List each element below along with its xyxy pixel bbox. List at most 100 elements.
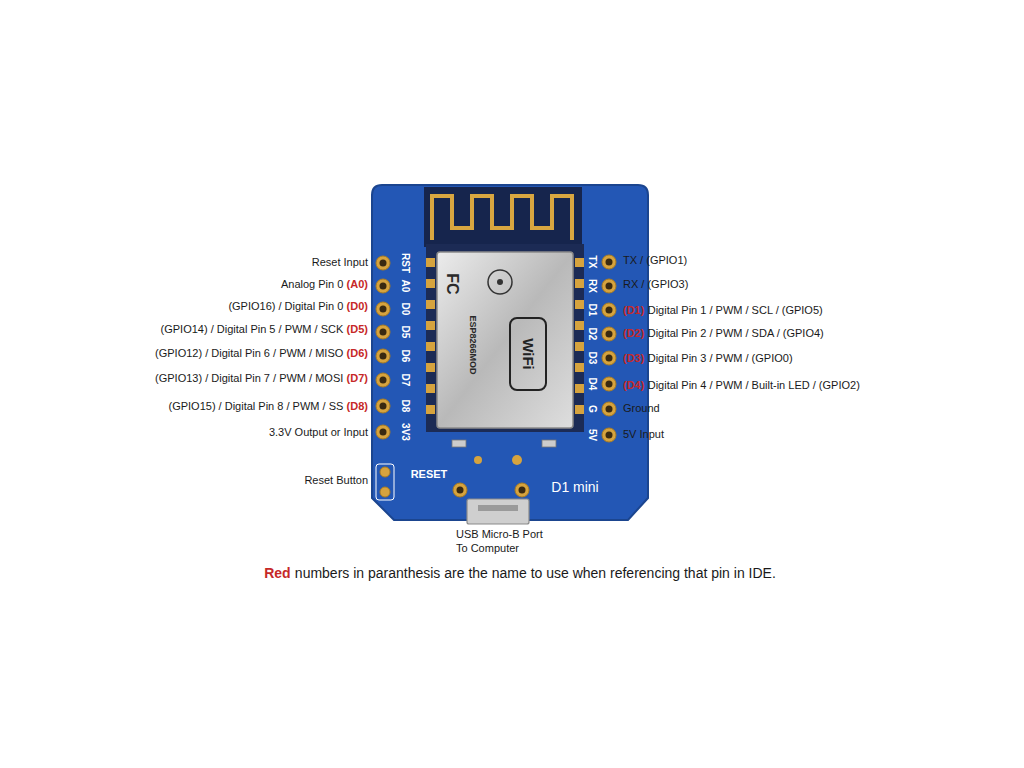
shield-logo (488, 270, 512, 294)
ide-pin-name: Red (264, 565, 290, 583)
pin-description: Ground (623, 402, 660, 416)
pin-description: 5V Input (623, 428, 664, 442)
pin-label: (GPIO15) / Digital Pin 8 / PWM / SS(D8) (168, 400, 368, 414)
module-pad (426, 405, 435, 414)
pin-description: Analog Pin 0 (281, 278, 343, 292)
pin-hole (602, 402, 616, 416)
antenna-area (424, 187, 582, 247)
pin-label: (D3) Digital Pin 3 / PWM / (GPIO0) (623, 352, 793, 366)
pin-label: RX / (GPIO3) (623, 278, 688, 292)
pin-hole (376, 302, 390, 316)
pcb-board (372, 185, 648, 520)
smd-part (452, 440, 466, 447)
silkscreen-pin-name: TX (587, 256, 597, 269)
pin-hole (376, 256, 390, 270)
silkscreen-pin-name: D5 (400, 326, 410, 339)
ide-pin-name: (D2) (623, 327, 644, 341)
pin-description: TX / (GPIO1) (623, 254, 687, 268)
ide-pin-name: (D6) (347, 347, 368, 361)
silkscreen-pin-name: D3 (587, 352, 597, 365)
silkscreen-board-name: D1 mini (551, 480, 598, 494)
module-marking: ESP8266MOD (468, 315, 477, 374)
pin-description: Digital Pin 3 / PWM / (GPIO0) (648, 352, 793, 366)
pin-label: Reset Input (312, 256, 368, 270)
metal-shield (437, 252, 573, 428)
pin-hole (602, 428, 616, 442)
pin-description: Reset Button (304, 474, 368, 488)
via-pad (512, 455, 522, 465)
pin-hole (602, 303, 616, 317)
pin-hole (376, 279, 390, 293)
ide-pin-name: (D0) (347, 300, 368, 314)
pin-description: (GPIO12) / Digital Pin 6 / PWM / MISO (155, 347, 343, 361)
silkscreen-reset: RESET (411, 469, 448, 480)
caption-line: Red numbers in paranthesis are the name t… (264, 565, 776, 583)
module-pad (575, 279, 584, 288)
ide-pin-name: (D5) (347, 323, 368, 337)
ide-pin-name: (D4) (623, 379, 644, 393)
silkscreen-pin-name: 5V (587, 429, 597, 441)
pin-hole (602, 255, 616, 269)
pin-hole (376, 349, 390, 363)
pin-label: (GPIO16) / Digital Pin 0 (D0) (228, 300, 368, 314)
module-pad (575, 258, 584, 267)
ide-pin-name: (D1) (623, 304, 644, 318)
pin-description: (GPIO13) / Digital Pin 7 / PWM / MOSI (155, 372, 343, 386)
module-board (426, 244, 584, 432)
pin-description: RX / (GPIO3) (623, 278, 688, 292)
wifi-logo-text: WiFi (521, 338, 536, 370)
via-pad (474, 456, 482, 464)
module-pad (426, 342, 435, 351)
pin-hole (376, 425, 390, 439)
reset-button-pad (380, 467, 390, 477)
pin-label: 3.3V Output or Input (269, 426, 368, 440)
silkscreen-pin-name: RX (587, 279, 597, 293)
module-pad (426, 384, 435, 393)
module-pad (426, 258, 435, 267)
pin-label: (GPIO14) / Digital Pin 5 / PWM / SCK(D5) (161, 323, 368, 337)
module-pad (426, 321, 435, 330)
silkscreen-pin-name: 3V3 (400, 423, 410, 441)
pin-hole (602, 377, 616, 391)
ide-pin-name: (D3) (623, 352, 644, 366)
pin-label: (D2)Digital Pin 2 / PWM / SDA / (GPIO4) (623, 327, 824, 341)
caption-text: numbers in paranthesis are the name to u… (295, 565, 776, 583)
pin-description: Digital Pin 1 / PWM / SCL / (GPIO5) (648, 304, 823, 318)
smd-part (542, 440, 556, 447)
pin-description: (GPIO16) / Digital Pin 0 (228, 300, 343, 314)
shield-logo-dot (497, 279, 503, 285)
silkscreen-pin-name: D8 (400, 400, 410, 413)
port-label: USB Micro-B Port To Computer (456, 528, 552, 556)
pin-description: 3.3V Output or Input (269, 426, 368, 440)
usb-opening (478, 505, 518, 511)
pin-label: (GPIO12) / Digital Pin 6 / PWM / MISO (D6… (155, 347, 368, 361)
pin-label: (D4)Digital Pin 4 / PWM / Built-in LED /… (623, 379, 860, 393)
module-pad (575, 405, 584, 414)
module-pad (575, 321, 584, 330)
module-pad (575, 342, 584, 351)
pin-hole (602, 327, 616, 341)
module-pad (575, 384, 584, 393)
pin-label: TX / (GPIO1) (623, 254, 687, 268)
silkscreen-pin-name: D0 (400, 303, 410, 316)
ide-pin-name: (D7) (347, 372, 368, 386)
ide-pin-name: (D8) (347, 400, 368, 414)
pin-label: (GPIO13) / Digital Pin 7 / PWM / MOSI (D7… (155, 372, 368, 386)
silkscreen-pin-name: A0 (400, 280, 410, 293)
silkscreen-pin-name: D6 (400, 350, 410, 363)
silkscreen-pin-name: RST (400, 253, 410, 273)
pin-hole (376, 373, 390, 387)
pin-description: Reset Input (312, 256, 368, 270)
module-pad (426, 300, 435, 309)
silkscreen-pin-name: D2 (587, 328, 597, 341)
module-pad (426, 363, 435, 372)
pin-hole (376, 399, 390, 413)
pin-description: (GPIO14) / Digital Pin 5 / PWM / SCK (161, 323, 344, 337)
pin-label: Reset Button (304, 474, 368, 488)
silkscreen-pin-name: D1 (587, 304, 597, 317)
usb-pad (515, 483, 529, 497)
silkscreen-pin-name: D7 (400, 374, 410, 387)
